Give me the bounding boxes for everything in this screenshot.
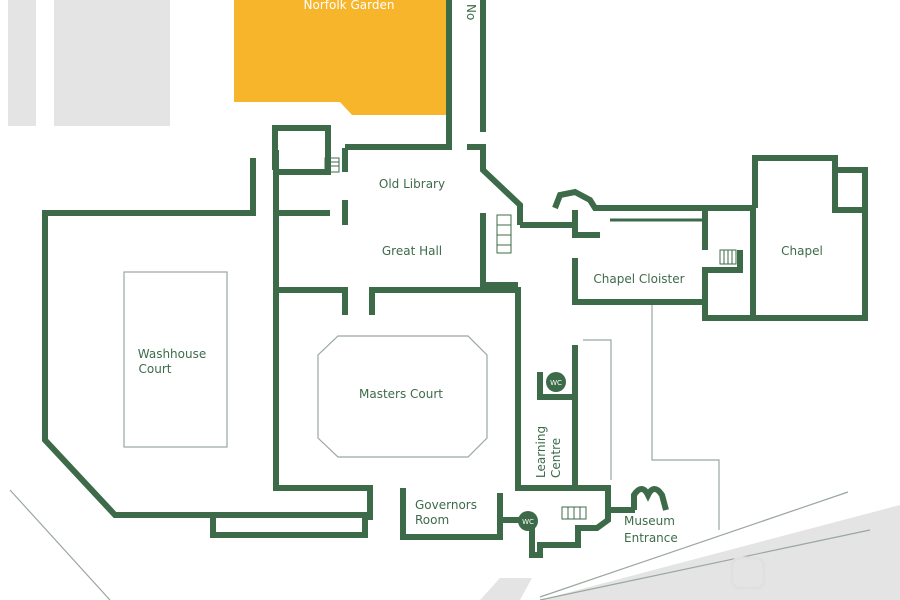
tagvenue-logo: tagvenue — [730, 556, 886, 590]
road-line — [539, 491, 849, 598]
masters-court-label: Masters Court — [359, 387, 443, 401]
watermark-text: tagvenue — [772, 561, 886, 589]
governors-room-label-2: Room — [415, 513, 449, 527]
wc-icon: WC — [518, 511, 538, 531]
washhouse-court-area[interactable] — [123, 271, 228, 448]
learning-centre-label: Learning — [534, 426, 548, 478]
norfolk-garden-label: Norfolk Garden — [304, 0, 395, 12]
grey-block — [8, 0, 36, 126]
wc-label: WC — [550, 379, 562, 387]
path-line — [9, 489, 111, 600]
grey-road — [540, 505, 900, 600]
grey-block — [480, 578, 532, 600]
wc-label: WC — [522, 518, 534, 526]
path-line — [583, 339, 612, 480]
governors-room-label: Governors — [415, 498, 477, 512]
walls — [42, 0, 868, 558]
grey-block — [54, 0, 170, 126]
great-hall-label: Great Hall — [382, 244, 442, 258]
road-line — [539, 529, 871, 600]
masters-court-area[interactable] — [317, 335, 488, 458]
wc-icon: WC — [546, 372, 566, 392]
chapel-label: Chapel — [781, 244, 823, 258]
street-label: No — [464, 4, 478, 20]
stairs — [324, 157, 737, 520]
chapel-cloister-label: Chapel Cloister — [593, 272, 684, 286]
learning-centre-label-2: Centre — [549, 438, 563, 478]
old-library-label: Old Library — [379, 177, 445, 191]
washhouse-court-label-2: Court — [139, 362, 172, 376]
path-line — [651, 305, 720, 530]
washhouse-court-label: Washhouse — [138, 347, 207, 361]
norfolk-garden-area[interactable] — [234, 0, 446, 115]
museum-entrance-label-2: Entrance — [624, 531, 678, 545]
museum-entrance-label: Museum — [624, 514, 675, 528]
